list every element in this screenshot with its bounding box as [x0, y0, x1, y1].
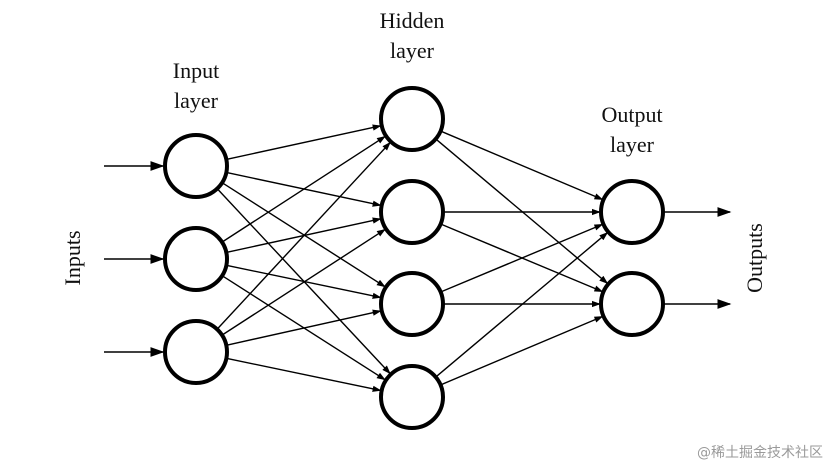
input-layer-label-line1: Input — [173, 58, 219, 83]
output-node-2 — [599, 271, 665, 337]
edge-l0-n1-to-n2 — [226, 264, 382, 299]
input-node-2 — [163, 226, 229, 292]
edge-l1-n3-to-n0 — [435, 232, 609, 378]
hidden-node-3 — [379, 271, 445, 337]
io-arrows — [104, 161, 732, 357]
output-layer-label-line1: Output — [601, 102, 662, 127]
input-node-3 — [163, 319, 229, 385]
connection-edges — [216, 124, 609, 392]
hidden-node-4 — [379, 364, 445, 430]
input-layer-label-line2: layer — [174, 88, 219, 113]
hidden-layer-label-line1: Hidden — [380, 8, 445, 33]
edge-l1-n0-to-n0 — [440, 130, 604, 201]
edge-l1-n2-to-n0 — [440, 223, 604, 293]
edge-l0-n2-to-n1 — [221, 228, 386, 336]
output-layer-label-line2: layer — [610, 132, 655, 157]
watermark-text: @稀土掘金技术社区 — [697, 445, 823, 461]
edge-l1-n3-to-n1 — [440, 315, 604, 386]
edge-l1-n0-to-n1 — [435, 138, 609, 284]
edge-l0-n2-to-n0 — [216, 141, 391, 330]
inputs-label: Inputs — [60, 231, 85, 286]
edge-l0-n2-to-n3 — [226, 357, 382, 392]
hidden-layer-label-line2: layer — [390, 38, 435, 63]
output-node-1 — [599, 179, 665, 245]
edge-l0-n0-to-n0 — [226, 124, 382, 161]
edge-l0-n2-to-n2 — [226, 309, 382, 346]
edge-l0-n1-to-n0 — [221, 135, 386, 243]
hidden-node-1 — [379, 86, 445, 152]
outputs-label: Outputs — [742, 223, 767, 293]
input-node-1 — [163, 133, 229, 199]
edge-l0-n0-to-n2 — [221, 182, 386, 288]
network-nodes — [163, 86, 665, 430]
hidden-node-2 — [379, 179, 445, 245]
